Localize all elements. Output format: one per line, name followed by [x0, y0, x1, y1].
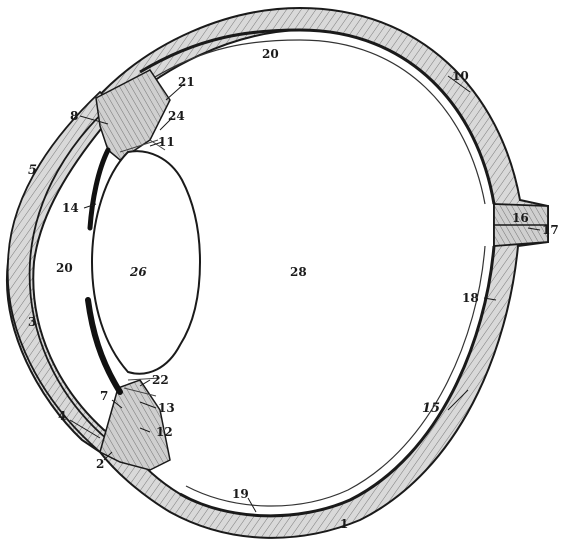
label-7: 7	[100, 389, 108, 403]
label-1: 1	[340, 517, 348, 531]
label-28: 28	[290, 265, 307, 279]
label-24: 24	[168, 109, 185, 123]
lens	[92, 151, 200, 374]
label-20-top: 20	[262, 47, 279, 61]
label-18: 18	[462, 291, 479, 305]
label-22: 22	[152, 373, 169, 387]
sclera-wall	[7, 8, 548, 538]
choroid-line-lower	[180, 246, 494, 516]
label-12: 12	[156, 425, 173, 439]
label-17: 17	[542, 223, 559, 237]
label-19: 19	[232, 487, 249, 501]
label-14: 14	[62, 201, 79, 215]
label-10: 10	[452, 69, 469, 83]
label-26: 26	[129, 265, 147, 279]
label-16: 16	[512, 211, 529, 225]
label-2: 2	[96, 457, 104, 471]
label-5: 5	[28, 163, 37, 178]
label-8: 8	[70, 109, 78, 123]
label-3: 3	[28, 315, 36, 329]
label-15: 15	[422, 401, 440, 416]
label-21: 21	[178, 75, 195, 89]
label-13: 13	[158, 401, 175, 415]
retina-line-lower	[186, 246, 485, 506]
label-20-left: 20	[56, 261, 73, 275]
label-4: 4	[58, 409, 66, 423]
label-11: 11	[158, 135, 175, 149]
